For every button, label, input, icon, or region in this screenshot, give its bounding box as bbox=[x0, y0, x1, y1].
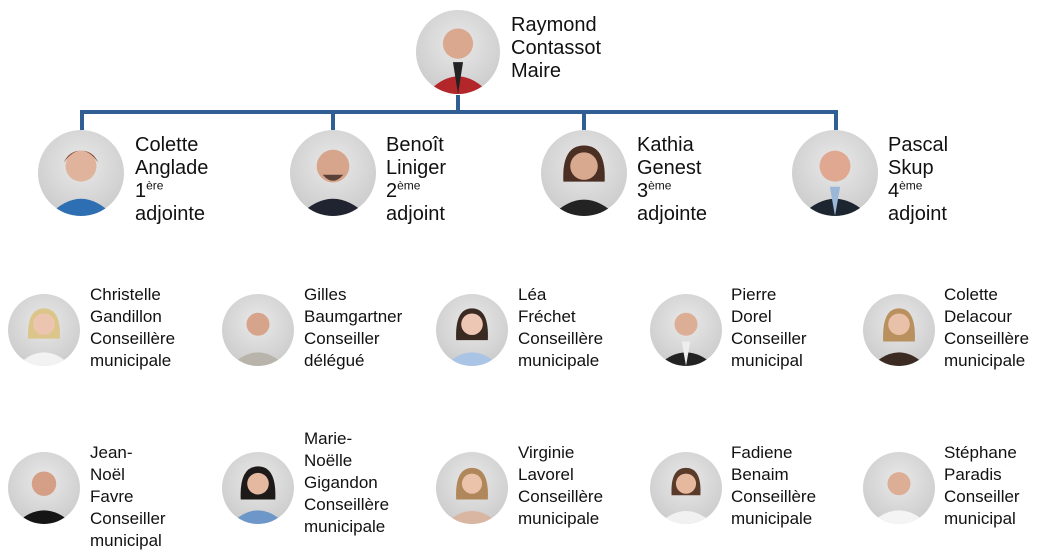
adjoint-role: 4ème adjoint bbox=[888, 178, 947, 225]
councilor-line: Conseillère bbox=[304, 495, 390, 514]
mayor-role: Maire bbox=[511, 60, 562, 82]
councilor-line: Conseiller bbox=[90, 509, 166, 528]
councilor-line: Conseiller bbox=[944, 487, 1020, 506]
councilor-line: Conseillère bbox=[731, 487, 817, 506]
councilor-line: Conseillère bbox=[518, 329, 604, 348]
adjoint-role: 3ème adjointe bbox=[637, 178, 708, 225]
person-photo-icon bbox=[650, 294, 722, 366]
councilor-line: municipal bbox=[944, 509, 1016, 528]
councilor-line: Noëlle bbox=[304, 451, 353, 470]
person-photo-icon bbox=[792, 130, 878, 216]
person-photo-icon bbox=[436, 294, 508, 366]
person-photo-icon bbox=[222, 294, 294, 366]
councilor-line: municipale bbox=[90, 351, 172, 370]
adjoint-role: 1ère adjointe bbox=[135, 178, 206, 225]
mayor-last-name: Contassot bbox=[511, 37, 602, 59]
councilor-line: Virginie bbox=[518, 443, 575, 462]
adjoint-first-name: Kathia bbox=[637, 134, 694, 156]
person-photo-icon bbox=[863, 452, 935, 524]
councilor-line: municipale bbox=[518, 351, 600, 370]
person-photo-icon bbox=[8, 294, 80, 366]
councilor-line: municipale bbox=[731, 509, 813, 528]
councilor-line: municipal bbox=[90, 531, 162, 550]
councilor-line: Conseiller bbox=[731, 329, 807, 348]
adjoint-last-name: Anglade bbox=[135, 157, 209, 179]
person-photo-icon bbox=[650, 452, 722, 524]
councilor-line: municipale bbox=[518, 509, 600, 528]
councilor-line: délégué bbox=[304, 351, 365, 370]
councilor-line: Conseillère bbox=[90, 329, 176, 348]
councilor-line: Colette bbox=[944, 285, 998, 304]
adjoint-first-name: Benoît bbox=[386, 134, 444, 156]
councilor-line: Conseillère bbox=[518, 487, 604, 506]
person-photo-icon bbox=[38, 130, 124, 216]
councilor-line: Fadiene bbox=[731, 443, 793, 462]
adjoint-last-name: Liniger bbox=[386, 157, 447, 179]
councilor-line: Christelle bbox=[90, 285, 161, 304]
person-photo-icon bbox=[8, 452, 80, 524]
adjoint-first-name: Colette bbox=[135, 134, 199, 156]
councilor-line: Conseiller bbox=[304, 329, 380, 348]
person-photo-icon bbox=[436, 452, 508, 524]
councilor-line: municipale bbox=[944, 351, 1026, 370]
councilor-line: Gigandon bbox=[304, 473, 378, 492]
councilor-line: Paradis bbox=[944, 465, 1002, 484]
person-photo-icon bbox=[416, 10, 500, 94]
person-photo-icon bbox=[541, 130, 627, 216]
org-connectors bbox=[80, 95, 838, 130]
adjoint-last-name: Genest bbox=[637, 157, 702, 179]
councilor-line: municipal bbox=[731, 351, 803, 370]
councilor-line: Conseillère bbox=[944, 329, 1030, 348]
councilor-line: Baumgartner bbox=[304, 307, 403, 326]
councilor-line: Dorel bbox=[731, 307, 772, 326]
adjoint-first-name: Pascal bbox=[888, 134, 949, 156]
person-photo-icon bbox=[863, 294, 935, 366]
councilor-line: Jean-Noël bbox=[90, 443, 133, 484]
councilor-line: Delacour bbox=[944, 307, 1013, 326]
councilor-line: Gilles bbox=[304, 285, 347, 304]
councilor-line: Fréchet bbox=[518, 307, 576, 326]
councilor-line: Gandillon bbox=[90, 307, 162, 326]
councilor-line: Benaim bbox=[731, 465, 789, 484]
councilor-line: Stéphane bbox=[944, 443, 1017, 462]
councilor-line: Marie- bbox=[304, 429, 353, 448]
adjoint-last-name: Skup bbox=[888, 157, 934, 179]
councilor-line: Lavorel bbox=[518, 465, 574, 484]
councilor-line: Pierre bbox=[731, 285, 777, 304]
councilor-line: municipale bbox=[304, 517, 386, 536]
councilor-line: Léa bbox=[518, 285, 547, 304]
adjoint-role: 2ème adjoint bbox=[386, 178, 445, 225]
person-photo-icon bbox=[290, 130, 376, 216]
person-photo-icon bbox=[222, 452, 294, 524]
councilor-line: Favre bbox=[90, 487, 134, 506]
mayor-first-name: Raymond bbox=[511, 14, 597, 36]
